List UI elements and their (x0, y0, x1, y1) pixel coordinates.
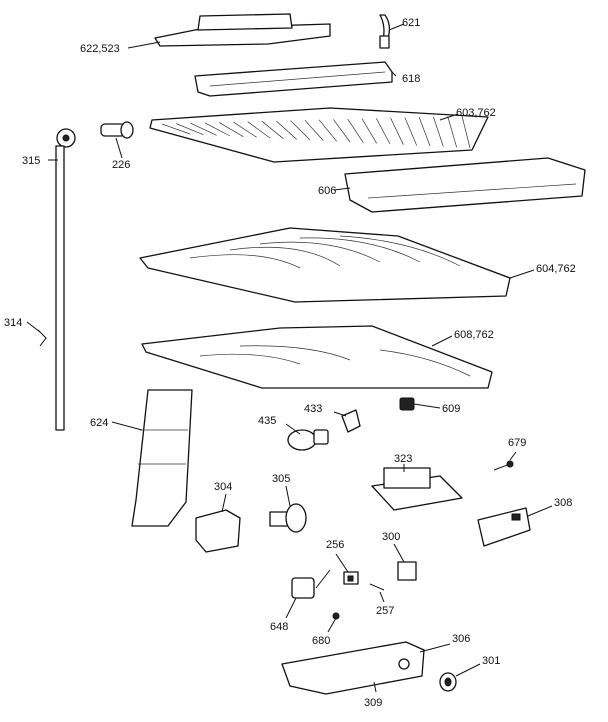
part-323-bracket (371, 467, 463, 511)
callout-624: 624 (90, 417, 108, 429)
part-624-plate (131, 389, 193, 527)
part-604-762-tray (139, 227, 511, 303)
callout-309: 309 (364, 697, 382, 709)
callout-308: 308 (554, 497, 572, 509)
callout-622-523: 622,523 (80, 43, 120, 55)
part-433-socket (341, 409, 361, 433)
part-314-clip (37, 329, 47, 347)
callout-256: 256 (326, 539, 344, 551)
part-618-rail (194, 61, 393, 97)
part-315-rod (55, 128, 76, 431)
callout-305: 305 (272, 473, 290, 485)
part-621 (379, 14, 391, 49)
callout-306: 306 (452, 633, 470, 645)
callout-621: 621 (402, 17, 420, 29)
part-608-762-tray (141, 325, 493, 389)
callout-648: 648 (270, 621, 288, 633)
part-609-fastener (399, 397, 415, 411)
callout-680: 680 (312, 635, 330, 647)
callout-315: 315 (22, 155, 40, 167)
part-226-knob (100, 121, 134, 139)
callout-301: 301 (482, 655, 500, 667)
callout-608-762: 608,762 (454, 329, 494, 341)
part-622-523-cover (154, 13, 331, 47)
callout-435: 435 (258, 415, 276, 427)
callout-314: 314 (4, 317, 22, 329)
part-305-knob (269, 503, 307, 533)
callout-603-762: 603,762 (456, 107, 496, 119)
callout-300: 300 (382, 531, 400, 543)
part-648-relay (291, 569, 331, 599)
part-603-762-shelf (149, 107, 489, 163)
part-300-switch (397, 561, 417, 581)
part-301-knob (439, 672, 457, 692)
callout-304: 304 (214, 481, 232, 493)
callout-433: 433 (304, 403, 322, 415)
part-304-block (195, 509, 241, 553)
part-435-bulb (287, 429, 329, 451)
part-306-housing (281, 641, 425, 695)
part-256-switch (343, 571, 359, 585)
callout-679: 679 (508, 437, 526, 449)
callout-618: 618 (402, 73, 420, 85)
part-679-screw (493, 460, 514, 471)
callout-609: 609 (442, 403, 460, 415)
callout-323: 323 (394, 453, 412, 465)
callout-226: 226 (112, 159, 130, 171)
callout-604-762: 604,762 (536, 263, 576, 275)
part-308-bracket (477, 507, 531, 547)
callout-606: 606 (318, 185, 336, 197)
callout-257: 257 (376, 605, 394, 617)
leader-lines (26, 23, 553, 693)
part-257-screw (369, 583, 385, 591)
part-606-drawer-front (344, 157, 586, 213)
